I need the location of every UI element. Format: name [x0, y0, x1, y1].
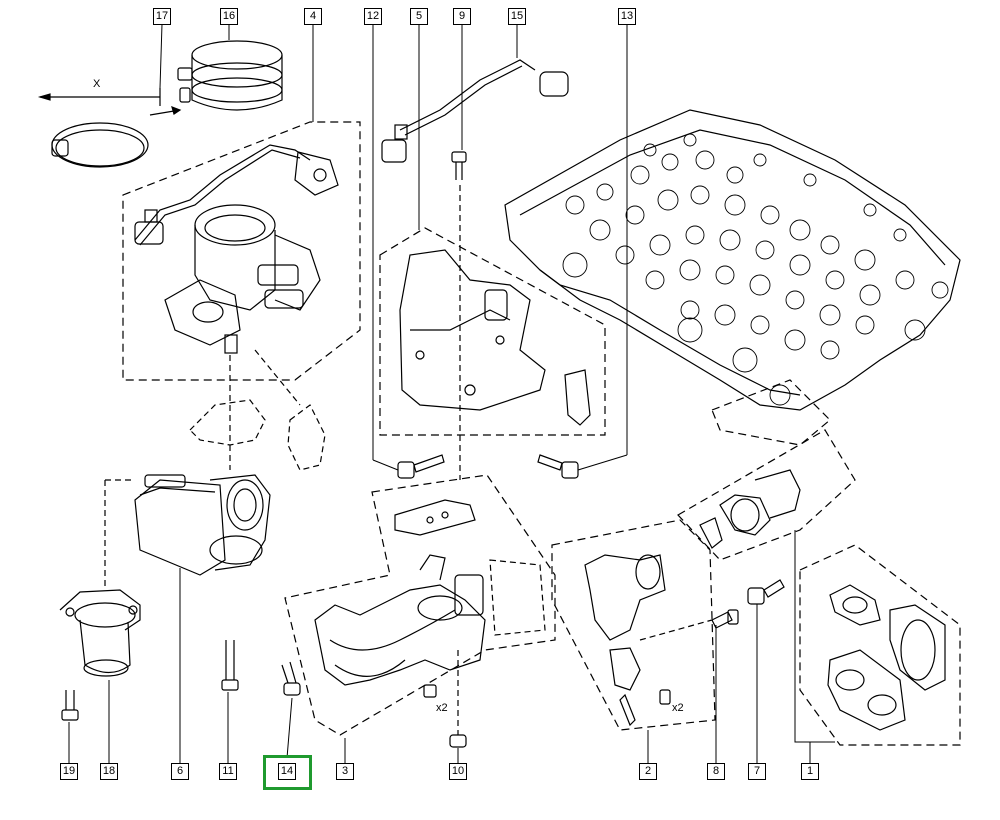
callout-13[interactable]: 13 — [618, 8, 636, 25]
callout-18[interactable]: 18 — [100, 763, 118, 780]
callout-3[interactable]: 3 — [336, 763, 354, 780]
housing-18 — [59, 479, 141, 677]
intake-hose-16 — [177, 40, 283, 111]
callout-19[interactable]: 19 — [60, 763, 78, 780]
pipe-2 — [584, 554, 671, 727]
bolt-14 — [281, 661, 301, 696]
callout-6[interactable]: 6 — [171, 763, 189, 780]
bolt-8 — [639, 609, 739, 641]
pipe-1 — [699, 469, 946, 731]
hose-clamp-17 — [37, 88, 182, 168]
callout-2[interactable]: 2 — [639, 763, 657, 780]
callout-11[interactable]: 11 — [219, 763, 237, 780]
callout-7[interactable]: 7 — [748, 763, 766, 780]
callout-10[interactable]: 10 — [449, 763, 467, 780]
bolt-12 — [397, 454, 445, 479]
callout-15[interactable]: 15 — [508, 8, 526, 25]
callout-4[interactable]: 4 — [304, 8, 322, 25]
callout-5[interactable]: 5 — [410, 8, 428, 25]
throttle-body-4 — [134, 144, 339, 354]
egr-pipe-3 — [314, 499, 546, 698]
nut-10 — [449, 650, 467, 748]
bolt-7 — [747, 579, 785, 605]
gaskets-left — [189, 349, 326, 471]
assembly-boundaries — [122, 121, 961, 746]
selected-callout-highlight — [263, 755, 312, 790]
bracket-5 — [399, 249, 591, 426]
leader-lines — [68, 23, 835, 763]
callout-8[interactable]: 8 — [707, 763, 725, 780]
callout-1[interactable]: 1 — [801, 763, 819, 780]
egr-valve-6 — [134, 474, 271, 576]
bolt-11 — [221, 640, 239, 691]
sensor-15 — [381, 59, 569, 163]
bolt-19 — [61, 690, 79, 721]
quantity-label-pipe-2: x2 — [672, 702, 684, 714]
bolt-13 — [537, 454, 579, 479]
quantity-label-pipe-3: x2 — [436, 702, 448, 714]
dimension-label: X — [93, 78, 101, 90]
cylinder-head — [504, 109, 961, 411]
callout-14[interactable]: 14 — [278, 763, 296, 780]
callout-17[interactable]: 17 — [153, 8, 171, 25]
callout-12[interactable]: 12 — [364, 8, 382, 25]
callout-16[interactable]: 16 — [220, 8, 238, 25]
bolt-9 — [451, 151, 467, 480]
callout-9[interactable]: 9 — [453, 8, 471, 25]
